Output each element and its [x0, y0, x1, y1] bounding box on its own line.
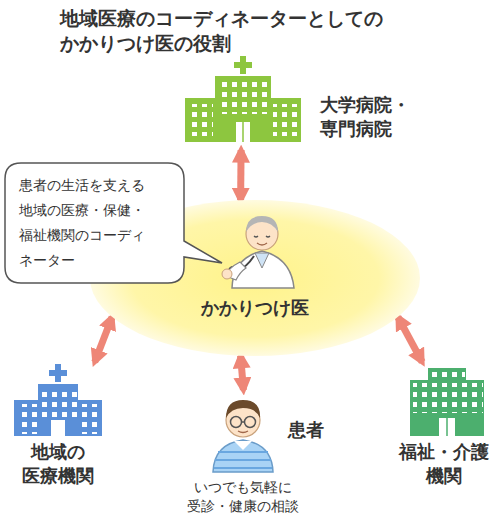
clinic-node: 地域の 医療機関 [8, 362, 110, 492]
patient-figure [231, 417, 242, 428]
patient-figure [215, 459, 271, 461]
double-arrow [241, 356, 244, 390]
care-facility-building [439, 418, 455, 436]
care-facility-building [410, 380, 484, 436]
hospital-building [185, 56, 301, 142]
patient-figure [213, 400, 273, 472]
ellipse-shape [90, 200, 420, 356]
patient-figure [213, 440, 273, 472]
hospital-building [273, 104, 297, 136]
clinic-building [49, 370, 67, 376]
node-body: いつでも気軽に 受診・健康の相談 [173, 478, 313, 516]
patient-figure [245, 417, 256, 428]
double-arrow [95, 317, 112, 362]
clinic-building [41, 388, 77, 418]
care-facility-building [413, 383, 483, 413]
node-label: 患者の生活を支える 地域の医療・保健・ 福祉機関のコーディ ネーター [19, 173, 174, 273]
care-node: 福祉・介護 機関 [392, 362, 496, 492]
node-label: かかりつけ医 [90, 296, 420, 320]
clinic-building [14, 364, 102, 436]
patient-figure [238, 431, 248, 433]
double-arrow [398, 317, 422, 362]
hospital-node: 大学病院・ 専門病院 [183, 55, 423, 150]
clinic-building [38, 384, 78, 436]
hospital-building [242, 122, 244, 142]
node-label: 患者 [288, 418, 334, 442]
hospital-building [236, 122, 250, 142]
patient-figure [234, 441, 252, 450]
patient-figure [218, 451, 268, 453]
care-facility-building [410, 368, 484, 436]
care-facility-building [431, 370, 465, 380]
clinic-building [79, 404, 99, 434]
patient-figure [226, 400, 260, 418]
care-facility-building [446, 418, 448, 436]
node-label: 地域の 医療機関 [8, 440, 108, 488]
node-label: 福祉・介護 機関 [394, 440, 494, 488]
node-label: 大学病院・ 専門病院 [320, 93, 420, 141]
patient-node: 患者いつでも気軽に 受診・健康の相談 [170, 390, 336, 520]
double-arrow [237, 150, 244, 200]
hospital-building [215, 76, 271, 142]
hospital-building [189, 104, 213, 136]
speech-bubble: 患者の生活を支える 地域の医療・保健・ 福祉機関のコーディ ネーター [5, 163, 184, 283]
clinic-building [51, 420, 65, 436]
clinic-building [17, 404, 37, 434]
patient-figure [214, 467, 272, 469]
care-facility-building [428, 368, 466, 382]
hospital-building [234, 62, 252, 68]
hospital-building [219, 82, 267, 114]
diagram-title: 地域医療のコーディネーターとしての かかりつけ医の役割 [60, 6, 480, 56]
patient-figure [242, 421, 245, 423]
